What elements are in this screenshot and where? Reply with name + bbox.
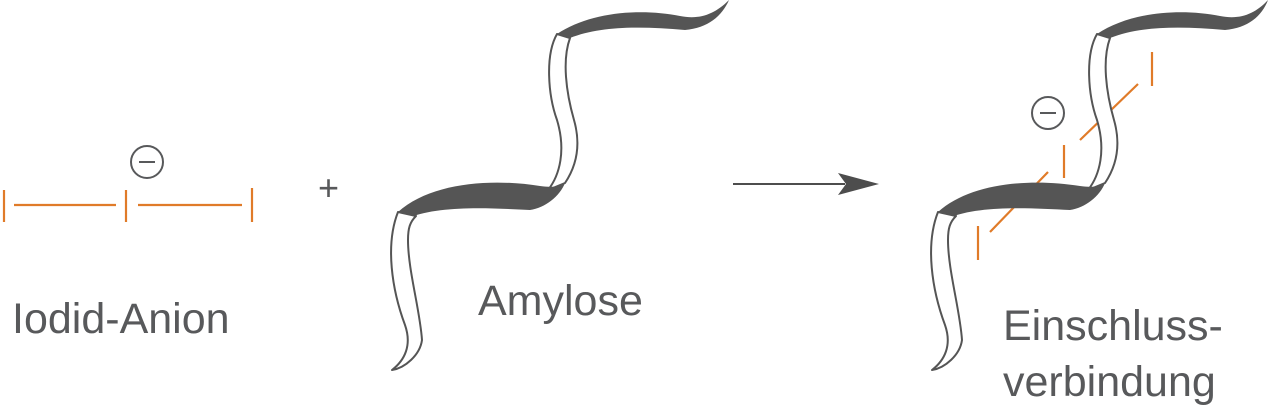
- iodide-label: Iodid-Anion: [12, 295, 230, 343]
- inclusion-compound: [930, 0, 1268, 371]
- plus-sign: +: [318, 167, 339, 208]
- amylose-helix: [390, 0, 729, 371]
- reaction-arrow-icon: [733, 173, 879, 195]
- product-label-line-2: verbindung: [1003, 358, 1216, 406]
- iodide-anion: [2, 145, 254, 222]
- product-label-line-1: Einschluss-: [1003, 302, 1223, 350]
- negative-charge-icon: [130, 145, 164, 179]
- negative-charge-icon: [1031, 96, 1065, 130]
- amylose-label: Amylose: [478, 277, 643, 325]
